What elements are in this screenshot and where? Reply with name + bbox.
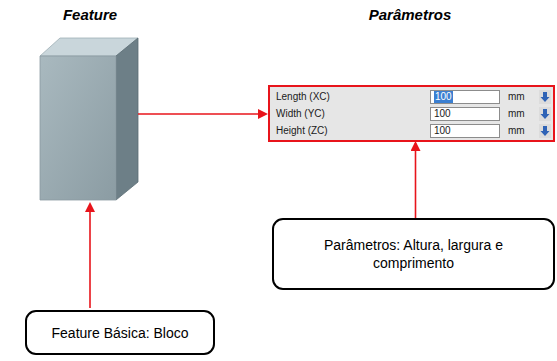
callout-box: Parâmetros: Altura, largura e compriment… (272, 218, 555, 290)
unit-label: mm (508, 125, 525, 137)
dropdown-icon (539, 90, 551, 104)
callout-text: Feature Básica: Bloco (52, 324, 189, 342)
callout-text: Parâmetros: Altura, largura e compriment… (288, 236, 539, 272)
parameter-value: 100 (434, 108, 451, 120)
parameter-name: Length (XC) (276, 91, 330, 103)
input-field: 100 (430, 90, 500, 104)
leader-line (138, 113, 266, 115)
input-field: 100 (430, 124, 500, 138)
column-heading: Parâmetros (369, 6, 452, 23)
cube-front (40, 56, 116, 200)
connector-arrow (415, 143, 417, 218)
dropdown-icon (539, 107, 551, 121)
unit-label: mm (508, 108, 525, 120)
dropdown-icon (539, 124, 551, 138)
leader-line (89, 204, 91, 308)
callout-box: Feature Básica: Bloco (25, 310, 215, 355)
parameter-value: 100 (434, 91, 453, 103)
parameter-name: Height (ZC) (276, 125, 328, 137)
parameter-value: 100 (434, 125, 451, 137)
parameter-panel: Length (XC)100mmWidth (YC)100mmHeight (Z… (268, 85, 555, 142)
cube-right (116, 38, 138, 200)
column-heading: Feature (63, 6, 117, 23)
input-field: 100 (430, 107, 500, 121)
parameter-name: Width (YC) (276, 108, 325, 120)
unit-label: mm (508, 91, 525, 103)
